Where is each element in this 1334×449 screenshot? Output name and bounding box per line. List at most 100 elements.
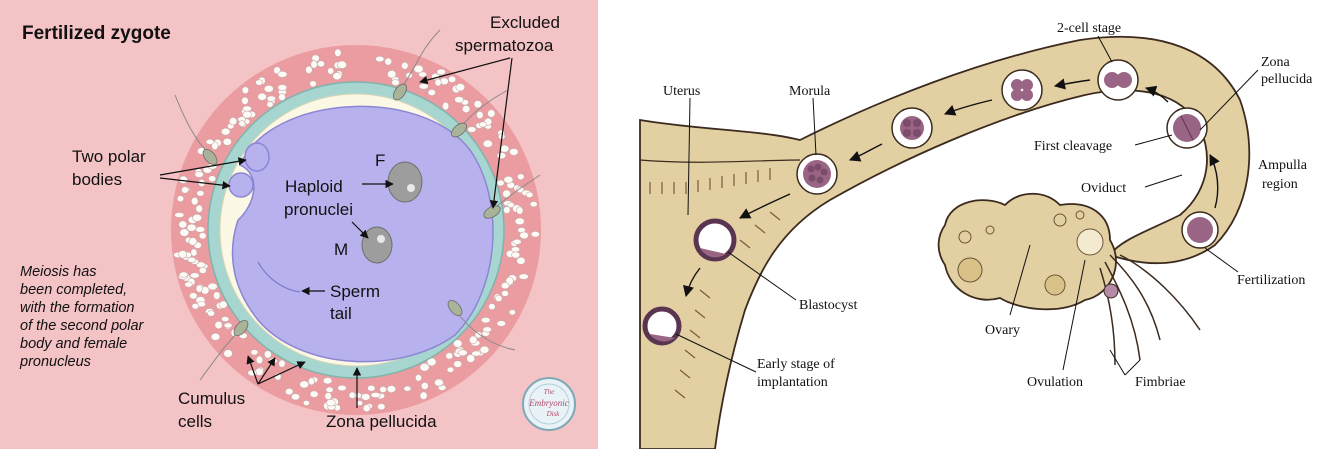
label-sperm-line1: Sperm [330,282,380,301]
label-zona-pellucida: Zona pellucida [326,412,437,431]
cumulus-cell [384,57,393,66]
cumulus-cell [478,121,488,128]
cumulus-cell [512,238,522,245]
ovary [937,192,1117,311]
label-oviduct: Oviduct [1081,181,1126,196]
label-cumulus-line1: Cumulus [178,389,245,408]
cumulus-cell [210,332,221,341]
cumulus-cell [189,272,200,279]
label-early-line1: Early stage of [757,357,835,372]
cumulus-cell [191,197,199,206]
arrow-excluded-2 [489,57,513,209]
logo-line-2: Embryonic [528,398,569,408]
morula-embryo [796,153,838,195]
cumulus-cell [496,320,506,327]
cumulus-cell [446,366,455,373]
cumulus-cell [322,377,333,385]
cumulus-cell [482,139,493,148]
meiosis-line-1: Meiosis has [20,264,97,280]
arrow-cumulus-1 [246,355,259,385]
arrow-excluded-1 [419,57,511,85]
cumulus-cell [317,60,325,68]
migration-arrows [683,78,1220,298]
endometrium-glands [649,168,781,399]
first-cleavage-embryo [1166,107,1208,149]
line-fimbriae-1 [1109,349,1126,376]
cumulus-cell [529,201,538,208]
cumulus-cell [241,86,249,94]
label-ampulla-line2: region [1262,177,1298,192]
ovulated-oocyte [1103,283,1119,299]
arrow-migration-7 [683,267,701,298]
meiosis-line-3: with the formation [20,300,134,316]
cumulus-cell [453,360,463,368]
cumulus-cell [354,392,362,399]
cumulus-cell [362,404,371,413]
cumulus-cell [337,384,347,392]
cumulus-cell [379,386,387,393]
label-early-line2: implantation [757,375,828,390]
cumulus-cell [221,127,231,136]
arrow-cumulus-3 [257,361,306,385]
arrow-migration-3 [1053,78,1091,90]
embryonic-disk-logo: The Embryonic Disk [522,377,576,431]
arrow-pronucleus-m [351,221,369,239]
cumulus-cell [214,320,223,330]
cumulus-cell [420,381,429,390]
cumulus-cell [277,84,288,91]
blastocyst-embryo [693,218,737,262]
spermatozoon-6 [174,94,218,166]
line-morula [812,97,817,156]
label-zona-line1: Zona [1261,55,1291,70]
zygote-title: Fertilized zygote [22,23,171,44]
cumulus-cell [222,137,232,146]
cumulus-cell [361,393,371,401]
label-polar-line2: bodies [72,170,122,189]
arrow-migration-4 [943,99,993,116]
cumulus-cell [174,212,185,218]
label-first-cleavage: First cleavage [1034,139,1112,154]
female-pronucleus [387,161,423,203]
label-uterus: Uterus [663,84,700,99]
label-m: M [334,240,348,259]
cumulus-cell [191,303,200,310]
cumulus-cell [473,100,482,109]
cumulus-cell [263,85,274,93]
cumulus-cell [305,65,313,74]
cumulus-cell [325,399,336,407]
cumulus-cell [518,273,529,280]
arrow-migration-1 [1209,154,1220,209]
cumulus-cell [448,75,457,83]
cumulus-cell [501,290,509,297]
cumulus-cell [455,83,466,92]
cumulus-cell [434,78,442,87]
male-pronucleus [361,226,393,264]
cumulus-cell [213,291,221,300]
label-cumulus-line2: cells [178,412,212,431]
meiosis-line-4: of the second polar [20,318,145,334]
meiosis-line-5: body and female [20,336,127,352]
cumulus-cell [511,251,521,259]
cumulus-cell [198,232,207,240]
ooplasm [231,105,494,363]
zygote-leader-lines [159,57,513,408]
label-ampulla-line1: Ampulla [1258,158,1308,173]
cumulus-cell [208,175,217,183]
cumulus-cell [242,110,252,119]
label-fertilization: Fertilization [1237,273,1305,288]
cumulus-cell [355,400,364,406]
cumulus-cell [310,60,318,69]
oviduct-panel: 2-cell stage Zona pellucida Uterus Morul… [598,0,1334,449]
cumulus-cell [325,386,334,393]
cumulus-cell [336,60,347,69]
line-fertilization [1204,247,1239,273]
logo-line-1: The [544,388,555,396]
uterus-tissue [639,35,1251,449]
spermatozoon-5 [199,319,249,381]
cumulus-cell [496,179,505,187]
label-two-cell: 2-cell stage [1057,21,1121,36]
cumulus-cell [178,250,188,259]
spermatozoon-1 [393,29,441,101]
cumulus-cell [519,231,529,240]
cumulus-cell [255,355,264,365]
